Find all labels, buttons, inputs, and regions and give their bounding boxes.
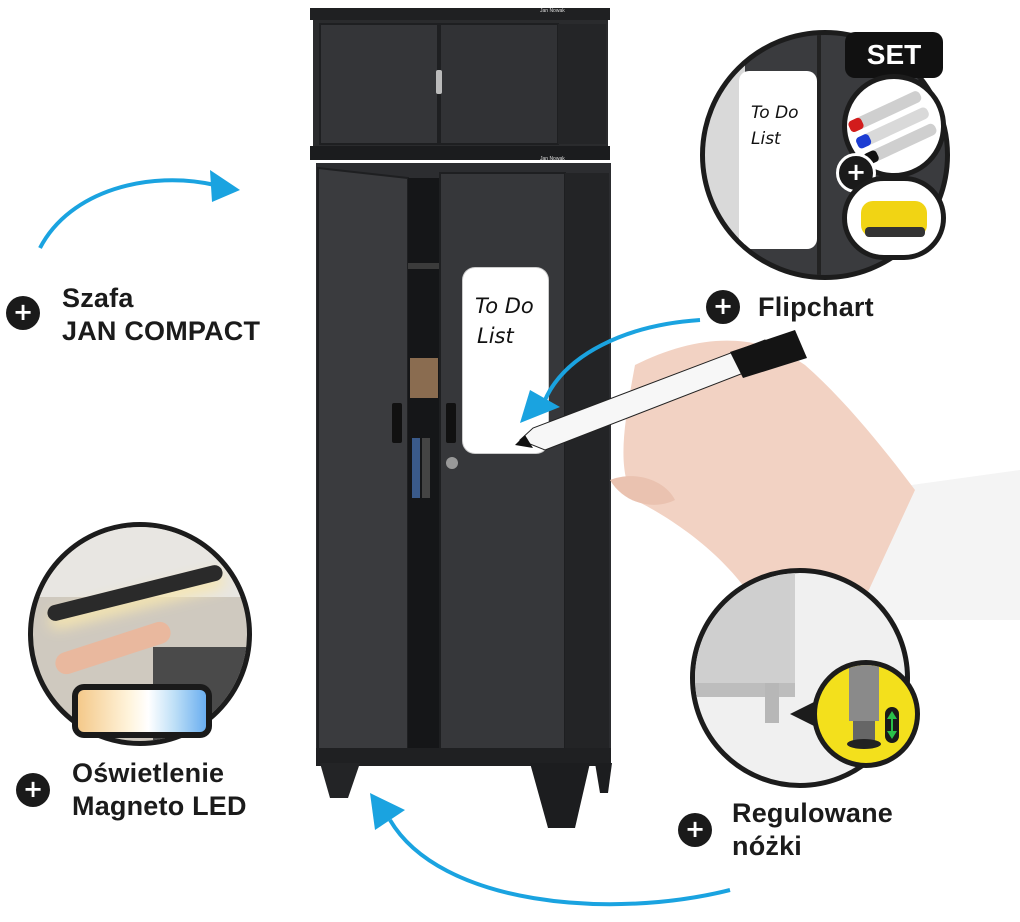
hand-with-marker <box>515 330 1020 620</box>
legs-adjust-badge <box>812 660 920 768</box>
marker-pen-icon <box>848 91 937 165</box>
arrow-icon-legs <box>370 793 731 907</box>
detail-whiteboard-line-1: To Do <box>751 103 799 123</box>
brand-plate-top: Jan Nowak <box>540 8 565 14</box>
color-temperature-indicator <box>72 684 212 738</box>
plus-icon-legs: + <box>678 813 712 847</box>
set-badge: SET <box>845 32 943 78</box>
legs-pointer <box>790 702 814 726</box>
wardrobe-label-line2: JAN COMPACT <box>62 316 261 346</box>
arrow-icon-wardrobe <box>38 170 240 249</box>
wardrobe-label-line1: Szafa <box>62 283 134 313</box>
detail-whiteboard-line-2: List <box>751 129 781 149</box>
lighting-label-line2: Magneto LED <box>72 791 247 821</box>
cabinet-illustration <box>310 8 612 828</box>
whiteboard-sheet: To Do List <box>463 268 548 453</box>
whiteboard-line-2: List <box>477 324 514 348</box>
lighting-label-line1: Oświetlenie <box>72 758 225 788</box>
wardrobe-label: Szafa JAN COMPACT <box>62 282 260 348</box>
adjust-arrows-icon <box>885 707 899 743</box>
flipchart-label: Flipchart <box>758 292 874 322</box>
legs-label-line1: Regulowane <box>732 798 894 828</box>
sponge-circle <box>842 176 946 260</box>
plus-icon-wardrobe: + <box>6 296 40 330</box>
plus-icon-flipchart: + <box>706 290 740 324</box>
lighting-label: Oświetlenie Magneto LED <box>72 757 247 823</box>
legs-label-line2: nóżki <box>732 831 803 861</box>
plus-icon-lighting: + <box>16 773 50 807</box>
arrow-icon-flipchart <box>520 318 701 423</box>
brand-plate-main: Jan Nowak <box>540 156 565 162</box>
sponge-icon <box>861 201 927 237</box>
detail-whiteboard: To Do List <box>739 71 817 249</box>
whiteboard-line-1: To Do <box>475 294 534 318</box>
legs-label: Regulowane nóżki <box>732 797 893 863</box>
marker-pen-icon <box>515 330 807 451</box>
